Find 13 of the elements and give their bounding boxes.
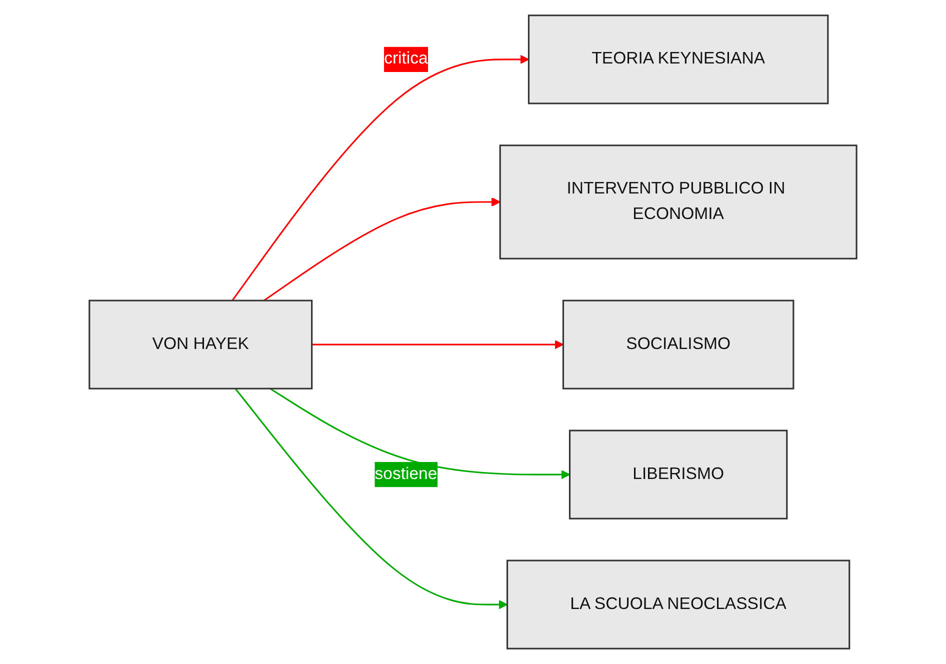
arrow bbox=[234, 388, 508, 610]
arrow bbox=[264, 197, 501, 302]
edge-label: sostiene bbox=[374, 465, 438, 483]
node-box: TEORIA KEYNESIANA bbox=[528, 14, 829, 104]
node-box: SOCIALISMO bbox=[562, 300, 794, 390]
node-box: LIBERISMO bbox=[568, 430, 788, 520]
node-box: VON HAYEK bbox=[88, 300, 313, 390]
edge-label: critica bbox=[384, 50, 428, 68]
node-box: INTERVENTO PUBBLICO IN ECONOMIA bbox=[499, 144, 858, 260]
arrow bbox=[270, 388, 570, 480]
arrow bbox=[312, 340, 564, 350]
node-box: LA SCUOLA NEOCLASSICA bbox=[506, 560, 850, 650]
arrow bbox=[232, 54, 530, 301]
